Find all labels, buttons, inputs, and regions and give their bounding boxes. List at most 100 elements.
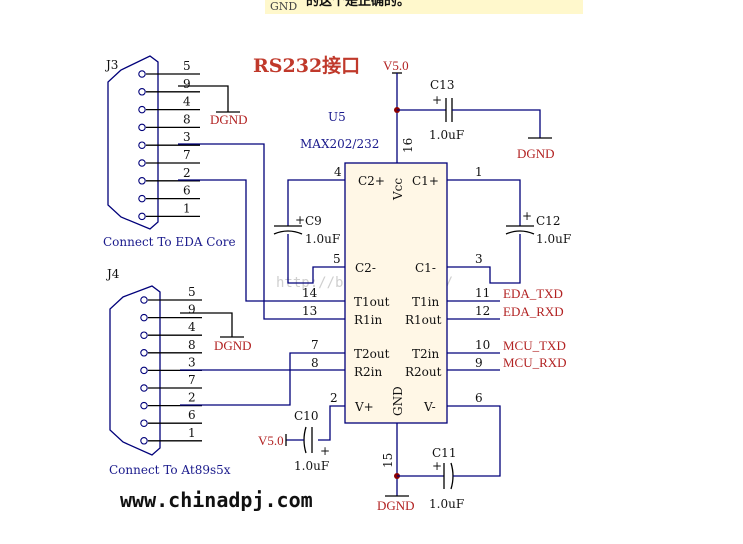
bottom-net: DGND 6 C11 + 1.0uF — [377, 391, 501, 513]
chip-u5: U5 MAX202/232 C2+ C1+ C2- C1- T1out T1in… — [300, 110, 448, 468]
c10-value: 1.0uF — [294, 459, 329, 473]
j3-pin-number: 5 — [183, 59, 191, 73]
pin-c2p-label: C2+ — [358, 174, 385, 188]
c10-plate-left — [303, 426, 307, 454]
j4-pin-number: 1 — [188, 426, 196, 440]
j4-pin-hole — [140, 349, 148, 357]
c9-plate-bottom — [273, 230, 303, 235]
wire-right-signals — [447, 300, 500, 371]
j4-pin-hole — [140, 366, 148, 375]
c11-plate-right — [450, 462, 454, 490]
c11-value: 1.0uF — [429, 497, 464, 511]
j3-pin-hole — [138, 141, 146, 149]
top-fragment-graphic: GND 的这个是正确的。 — [265, 0, 583, 14]
pin-5-number: 5 — [333, 252, 341, 266]
c9-bottom-wire — [287, 234, 345, 284]
c13-right-wire — [452, 109, 541, 138]
c10-net: V5.0 2 C10 + 1.0uF — [258, 391, 345, 473]
j3-pin-number: 6 — [183, 184, 191, 198]
pin-gnd-label: GND — [391, 386, 405, 416]
pin-vcc-label: Vcc — [391, 178, 405, 201]
pin-c2m-label: C2- — [355, 261, 376, 275]
pin-c1p-label: C1+ — [412, 174, 439, 188]
c9-plus: + — [295, 213, 305, 227]
j3-gnd-wire — [178, 85, 229, 112]
pin-16-number: 16 — [401, 138, 415, 153]
j4-gnd-wire — [180, 312, 233, 337]
j4-pin-number: 8 — [188, 338, 196, 352]
pin-1-number: 1 — [475, 165, 483, 179]
j4-pin-hole — [140, 401, 148, 410]
c13-plus: + — [432, 93, 442, 107]
pin-c1m-label: C1- — [415, 261, 436, 275]
pin-r2in-label: R2in — [354, 365, 383, 379]
signal-mcu-rxd: MCU_RXD — [503, 355, 567, 370]
j3-pin-number: 9 — [183, 77, 191, 91]
j3-pin-hole — [138, 177, 146, 185]
c9-value: 1.0uF — [305, 232, 340, 246]
top-fragment-text: 的这个是正确的。 — [306, 0, 410, 9]
wire-j3pin3-r1in — [178, 143, 345, 320]
c12-plate-bottom — [505, 230, 535, 235]
j4-ground: DGND — [180, 312, 252, 353]
j3-pin-number: 8 — [183, 112, 191, 126]
pin-9-number: 9 — [475, 356, 483, 370]
j3-pin-hole — [138, 70, 146, 78]
j3-shell — [107, 55, 159, 230]
c13-value: 1.0uF — [429, 128, 464, 142]
j4-shell — [109, 285, 161, 456]
signal-eda-rxd: EDA_RXD — [503, 304, 564, 319]
j3-ground: DGND — [178, 85, 248, 127]
c11-ref: C11 — [432, 446, 456, 460]
pin-t2out-label: T2out — [354, 347, 390, 361]
j3-pin-hole — [138, 212, 146, 221]
pin-4-number: 4 — [334, 165, 342, 179]
c13-dgnd-label: DGND — [517, 146, 555, 161]
wire-j4pin2-t2out — [180, 352, 345, 406]
pin-6-number: 6 — [475, 391, 483, 405]
c12-plus: + — [522, 209, 532, 223]
pin-7-number: 7 — [311, 338, 319, 352]
j4-pin-hole — [140, 437, 148, 445]
j4-pin-number: 2 — [188, 391, 196, 405]
v50-left-label: V5.0 — [258, 433, 284, 448]
c13-ref: C13 — [430, 78, 454, 92]
pin-14-number: 14 — [302, 286, 318, 300]
c10-ref: C10 — [294, 409, 318, 423]
wire-j3pin2-t1out — [178, 179, 345, 302]
pin-13-number: 13 — [302, 304, 317, 318]
j3-caption: Connect To EDA Core — [103, 235, 236, 249]
pin-t1out-label: T1out — [354, 295, 390, 309]
j4-ref: J4 — [105, 267, 120, 281]
diagram-title: RS232接口 — [253, 55, 360, 77]
j3-pin-hole — [138, 123, 146, 132]
bottom-dgnd-label: DGND — [377, 498, 415, 513]
signal-wires: 14 13 7 8 11 12 10 9 EDA_TXD EDA_RXD MCU… — [178, 143, 567, 406]
chip-body — [344, 162, 448, 424]
chip-part: MAX202/232 — [300, 137, 379, 151]
c12-ref: C12 — [536, 214, 560, 228]
j4-pin-hole — [140, 419, 148, 427]
j4-pin-hole — [140, 296, 148, 304]
j4-pin-number: 5 — [188, 285, 196, 299]
c12-bottom-wire — [447, 234, 521, 284]
pin-t1in-label: T1in — [412, 295, 439, 309]
pin-10-number: 10 — [475, 338, 490, 352]
j3-pin-number: 2 — [183, 166, 191, 180]
website-url: www.chinadpj.com — [120, 488, 313, 512]
c12-net: 1 3 + C12 1.0uF — [447, 165, 571, 284]
j3-pin-number: 4 — [183, 95, 191, 109]
j3-pin-hole — [138, 88, 146, 96]
j4-pin-number: 4 — [188, 320, 196, 334]
j4-pin-number: 7 — [188, 373, 196, 387]
j3-pin-hole — [138, 105, 146, 114]
v50-top-label: V5.0 — [383, 58, 409, 73]
pin-r2out-label: R2out — [405, 365, 442, 379]
signal-mcu-txd: MCU_TXD — [503, 338, 566, 353]
pin-12-number: 12 — [475, 304, 490, 318]
j4-dgnd-label: DGND — [214, 338, 252, 353]
pin-3-number: 3 — [475, 252, 483, 266]
